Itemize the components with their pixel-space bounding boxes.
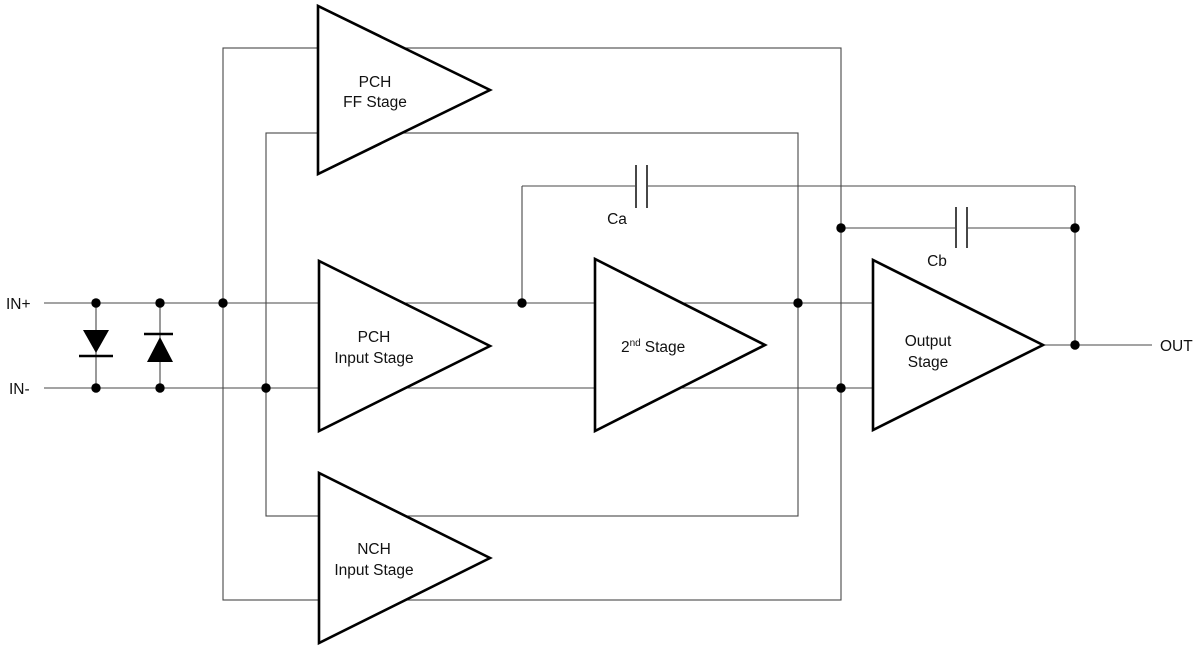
junction-dot: [218, 298, 228, 308]
junction-dot: [836, 223, 846, 233]
diode-up-triangle: [147, 337, 173, 362]
pch-input-stage-line2: Input Stage: [334, 350, 413, 367]
pch-input-stage-label: PCH Input Stage: [334, 329, 413, 367]
junction-dot: [517, 298, 527, 308]
diode-down-icon: [79, 330, 113, 358]
nch-input-stage-line1: NCH: [357, 541, 391, 558]
output-stage-line2: Stage: [908, 354, 949, 371]
pch-ff-stage-line2: FF Stage: [343, 94, 407, 111]
junction-dots: [91, 223, 1080, 393]
second-stage-block: [593, 256, 768, 434]
junction-dot: [155, 383, 165, 393]
second-stage-label: 2nd Stage: [621, 338, 685, 356]
junction-dot: [261, 383, 271, 393]
junction-dot: [793, 298, 803, 308]
diode-up-icon: [144, 332, 173, 362]
ca-capacitor-label: Ca: [607, 211, 627, 228]
junction-dot: [836, 383, 846, 393]
junction-dot: [155, 298, 165, 308]
pch-input-stage-block: [317, 258, 493, 434]
inner-feedback-loop-wire: [265, 132, 799, 517]
out-label: OUT: [1160, 338, 1193, 355]
nch-input-stage-line2: Input Stage: [334, 562, 413, 579]
pch-ff-stage-label: PCH FF Stage: [343, 74, 407, 111]
outer-feedback-loop-wire: [222, 47, 842, 601]
in-minus-label: IN-: [9, 381, 30, 398]
in-plus-label: IN+: [6, 296, 31, 313]
pch-ff-stage-line1: PCH: [359, 74, 392, 91]
second-stage-base: 2: [621, 339, 630, 356]
nch-input-stage-block: [317, 470, 493, 646]
second-stage-superscript: nd: [630, 338, 641, 349]
diode-down-triangle: [83, 330, 109, 353]
junction-dot: [1070, 223, 1080, 233]
second-stage-rest: Stage: [645, 339, 686, 356]
capacitor-cb-icon: [955, 207, 968, 248]
output-stage-line1: Output: [905, 333, 952, 350]
output-stage-block: [871, 257, 1046, 433]
pch-ff-stage-block: [316, 3, 493, 177]
junction-dot: [91, 298, 101, 308]
capacitor-ca-icon: [635, 165, 648, 208]
junction-dot: [1070, 340, 1080, 350]
pch-input-stage-line1: PCH: [358, 329, 391, 346]
output-stage-label: Output Stage: [905, 333, 952, 371]
junction-dot: [91, 383, 101, 393]
cb-capacitor-label: Cb: [927, 253, 947, 270]
nch-input-stage-label: NCH Input Stage: [334, 541, 413, 579]
